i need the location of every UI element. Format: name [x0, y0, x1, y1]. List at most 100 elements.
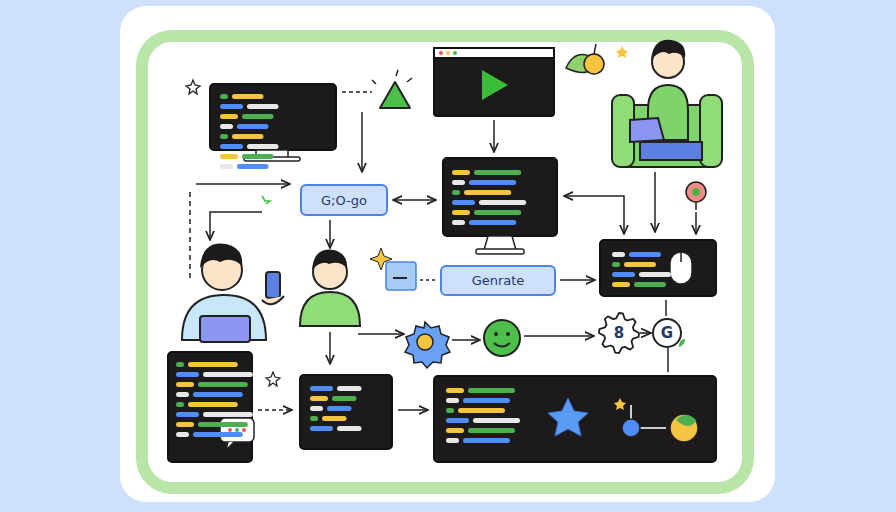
video-monitor [446, 51, 450, 55]
code-line [327, 406, 352, 411]
code-line [176, 432, 189, 437]
warning-icon [372, 70, 412, 84]
code-line [639, 272, 671, 277]
flow-arrow [329, 332, 331, 364]
code-line [337, 386, 362, 391]
flow-arrow [398, 409, 428, 411]
video-monitor [453, 51, 457, 55]
code-line [220, 164, 233, 169]
gear-node: 8 [598, 312, 640, 354]
video-monitor [434, 48, 554, 116]
code-line [220, 114, 238, 119]
code-panel-left [168, 352, 254, 462]
smiley-icon [494, 343, 510, 347]
code-line [463, 438, 510, 443]
person-armchair [640, 142, 702, 160]
smiley-icon [494, 332, 498, 336]
warning-icon [380, 82, 410, 108]
code-line [452, 200, 475, 205]
code-line [220, 124, 233, 129]
flow-arrow [189, 192, 191, 282]
flow-arrow [361, 112, 363, 172]
monitor-center [443, 158, 557, 254]
code-line [612, 282, 630, 287]
person-armchair [612, 40, 722, 167]
flow-arrow [358, 333, 404, 335]
code-line [452, 180, 465, 185]
code-panel-large [676, 415, 696, 426]
code-line [310, 416, 318, 421]
code-panel-large [622, 419, 640, 437]
monitor-center [476, 249, 524, 254]
code-line [220, 154, 238, 159]
leaf-icon [584, 54, 604, 74]
flower-icon [692, 188, 700, 196]
video-monitor [482, 70, 508, 100]
code-line [446, 428, 464, 433]
code-panel-left [226, 442, 234, 450]
code-line [237, 164, 269, 169]
code-line [624, 262, 656, 267]
code-line [464, 190, 511, 195]
outer-frame [120, 6, 775, 502]
green-frame [142, 36, 748, 488]
flow-arrow [524, 335, 594, 337]
code-line [176, 382, 194, 387]
flow-arrow [420, 279, 436, 281]
node-text: G;O-go [321, 193, 367, 208]
flow-arrow [560, 279, 595, 281]
code-line [232, 134, 264, 139]
code-line [193, 392, 243, 397]
flow-arrow [262, 196, 270, 204]
flow-arrow [667, 348, 669, 372]
monitor-right [600, 240, 716, 296]
warning-icon [372, 70, 412, 108]
code-line [188, 402, 238, 407]
flow-arrow [393, 199, 436, 201]
code-line [247, 104, 279, 109]
person-center [312, 249, 347, 270]
code-panel-middle [300, 375, 392, 449]
code-line [634, 282, 666, 287]
smiley-icon [484, 320, 520, 356]
node-text: 8 [614, 324, 624, 342]
code-line [452, 220, 465, 225]
code-line [473, 418, 520, 423]
flow-arrow [342, 91, 372, 93]
code-line [446, 398, 459, 403]
code-line [468, 388, 515, 393]
code-panel-left [168, 352, 252, 462]
process-box: Genrate [440, 265, 556, 296]
person-center [300, 292, 360, 326]
star-icon [186, 80, 200, 94]
code-line [458, 408, 505, 413]
code-line [474, 210, 521, 215]
flow-arrow [695, 212, 697, 234]
flow-arrow [493, 120, 495, 152]
code-line [452, 170, 470, 175]
code-line [310, 386, 333, 391]
video-monitor [439, 51, 443, 55]
flow-arrow [190, 92, 696, 410]
code-line [468, 428, 515, 433]
badge-icon [417, 334, 433, 350]
leaf-icon [616, 46, 628, 58]
monitor-center [484, 236, 516, 250]
code-line [176, 412, 199, 417]
flower-icon [695, 202, 697, 210]
code-panel-left [220, 418, 254, 442]
code-line [612, 252, 625, 257]
code-line [446, 438, 459, 443]
document-icon [370, 248, 416, 290]
leaf-icon [594, 44, 596, 54]
flow-arrow [654, 172, 656, 232]
code-line [203, 412, 253, 417]
node-text: G [661, 324, 673, 342]
code-panel-large [670, 414, 698, 442]
code-panel-large [434, 376, 716, 462]
monitor-right [600, 240, 716, 296]
code-line [188, 362, 238, 367]
monitor-center [443, 158, 557, 236]
